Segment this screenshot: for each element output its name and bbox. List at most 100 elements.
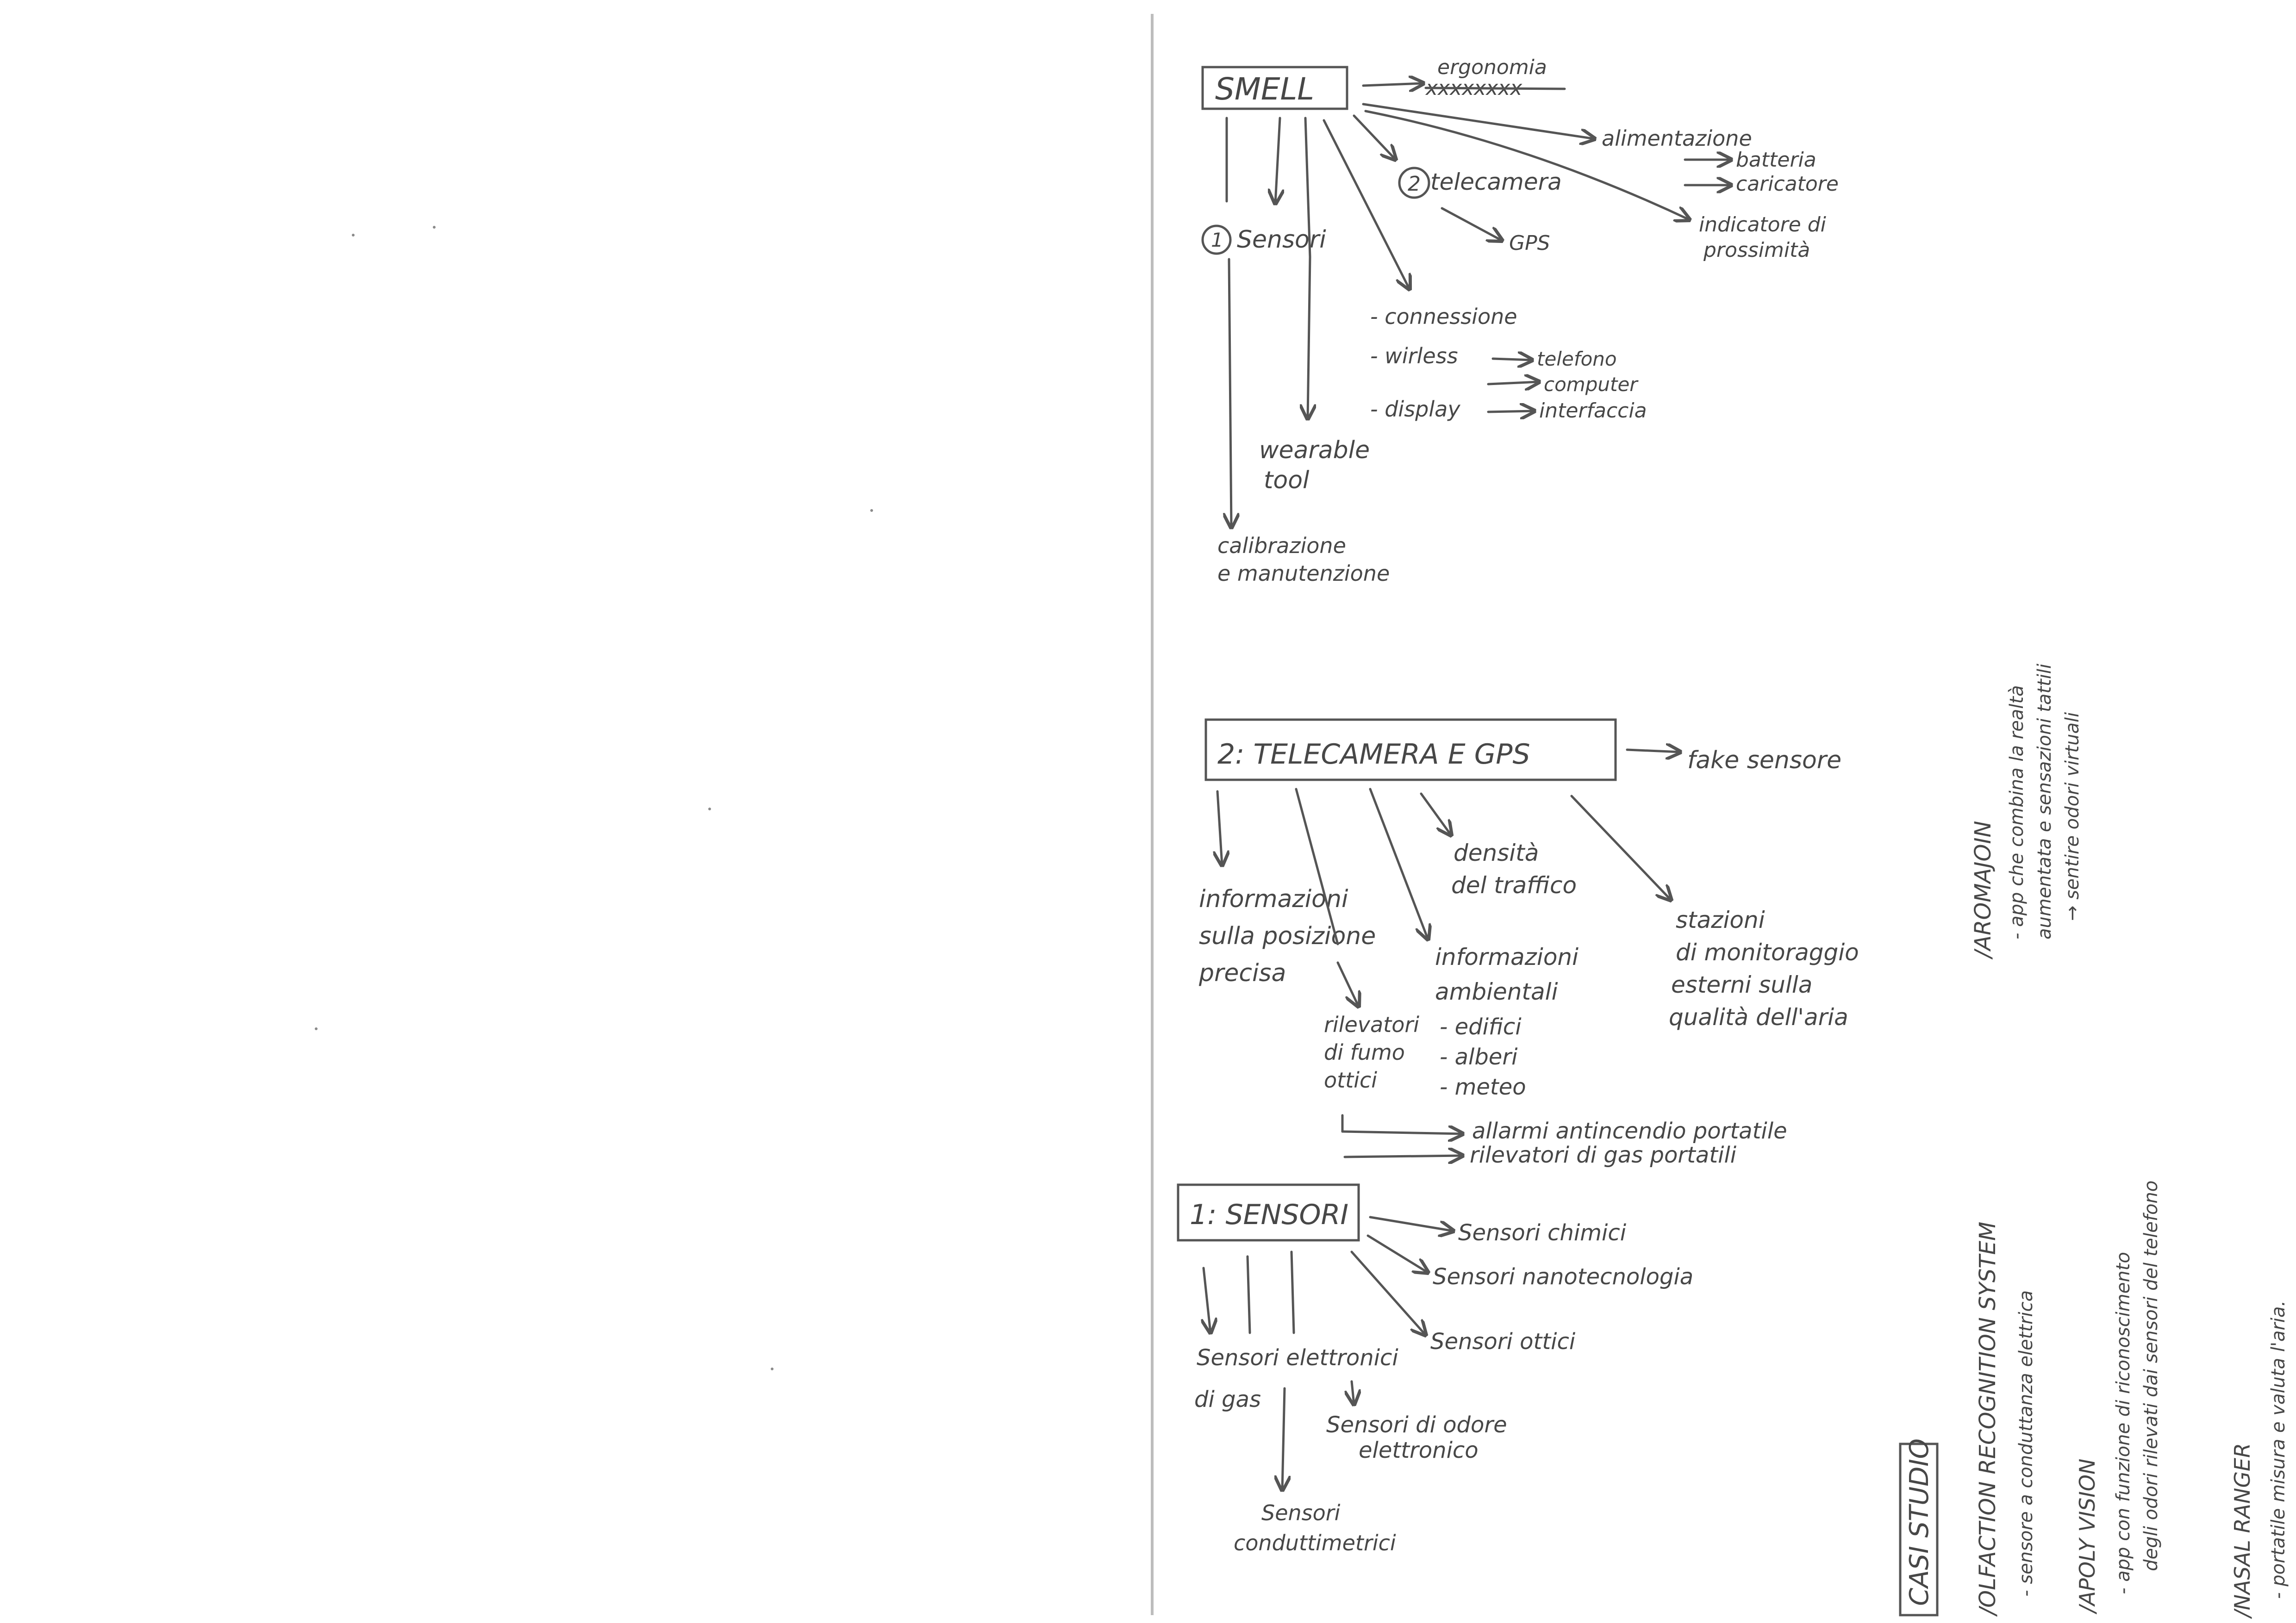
stazioni-label-4: qualità dell'aria (1669, 1004, 1848, 1031)
paper-speck (708, 808, 711, 810)
ambientali-label-4: - alberi (1440, 1044, 1518, 1070)
arrow-to-indicatore (1364, 110, 1690, 220)
arrow-to-sensori-node (1275, 117, 1280, 204)
odore-label-1: Sensori di odore (1326, 1412, 1507, 1438)
condutt-label-1: Sensori (1261, 1500, 1341, 1525)
nasal-ranger-group: /NASAL RANGER - portatile misura e valut… (2230, 1300, 2289, 1619)
fumo-label-3: ottici (1324, 1068, 1377, 1093)
paper-speck (870, 509, 873, 512)
rilevatori-gas-label: rilevatori di gas portatili (1470, 1142, 1737, 1168)
indicatore-label-2: prossimità (1703, 238, 1810, 262)
olfaction-group: /OLFACTION RECOGNITION SYSTEM - sensore … (1975, 1222, 2037, 1617)
sensori-label: Sensori (1237, 226, 1326, 254)
line-sensori-right (1290, 1250, 1295, 1334)
chimici-label: Sensori chimici (1458, 1220, 1627, 1246)
arrow-to-ambientali (1369, 788, 1428, 939)
arrow-to-odore (1352, 1380, 1354, 1405)
arrow-to-wearable (1305, 117, 1310, 419)
alimentazione-label: alimentazione (1602, 126, 1752, 151)
nasal-ranger-line-1: - portatile misura e valuta l'aria. (2268, 1300, 2289, 1599)
caricatore-label: caricatore (1736, 172, 1839, 196)
line-sensori-mid (1246, 1255, 1251, 1334)
telecamera-number: 2 (1408, 172, 1421, 196)
wearable-label-1: wearable (1259, 436, 1370, 464)
arrow-to-densita (1420, 792, 1451, 835)
posizione-label-3: precisa (1198, 959, 1286, 987)
elettronici-label-1: Sensori elettronici (1197, 1345, 1398, 1371)
smell-title-box (1201, 66, 1348, 110)
olfaction-title: /OLFACTION RECOGNITION SYSTEM (1975, 1222, 2001, 1617)
telecamera-gps-title: 2: TELECAMERA E GPS (1217, 738, 1530, 771)
ambientali-label-5: - meteo (1440, 1074, 1526, 1100)
connessione-label: - connessione (1370, 304, 1517, 329)
arrow-to-posizione (1217, 790, 1222, 865)
ambientali-label-1: informazioni (1435, 944, 1578, 970)
paper-speck (352, 234, 355, 236)
arrow-to-chimici (1369, 1216, 1454, 1231)
paper-speck (771, 1368, 774, 1370)
wearable-label-2: tool (1264, 466, 1310, 494)
ergonomia-label: ergonomia (1437, 56, 1547, 79)
densita-label-2: del traffico (1451, 872, 1577, 899)
arrow-to-computer (1487, 382, 1539, 384)
left-page (315, 226, 873, 1370)
calibrazione-label-2: e manutenzione (1217, 561, 1390, 586)
sensori-number: 1 (1211, 229, 1223, 251)
arrow-to-elettronici (1204, 1267, 1210, 1333)
crossout-stroke (1424, 87, 1566, 90)
olfaction-line-1: - sensore a conduttanza elettrica (2015, 1290, 2037, 1597)
posizione-label-2: sulla posizione (1199, 922, 1376, 950)
batteria-label: batteria (1736, 148, 1816, 172)
arrow-to-telefono (1491, 359, 1532, 360)
computer-label: computer (1544, 373, 1639, 396)
stazioni-label-2: di monitoraggio (1676, 939, 1859, 966)
fumo-label-2: di fumo (1324, 1040, 1405, 1065)
casi-studio-title: CASI STUDIO (1904, 1438, 1934, 1606)
stazioni-label-3: esterni sulla (1671, 971, 1812, 998)
line-to-rilevatori-fumo (1295, 788, 1339, 945)
aromajoin-title: /AROMAJOIN (1970, 821, 1996, 960)
telecamera-number-circle (1398, 167, 1430, 199)
gps-label: GPS (1509, 231, 1550, 255)
casi-studio-title-group: CASI STUDIO (1899, 1438, 1939, 1617)
nasal-ranger-title: /NASAL RANGER (2230, 1443, 2255, 1619)
ottici-label: Sensori ottici (1430, 1329, 1576, 1355)
sensori-number-circle (1201, 224, 1232, 255)
nanotecnologia-label: Sensori nanotecnologia (1433, 1264, 1693, 1290)
arrow-to-telecamera (1353, 114, 1396, 160)
aromajoin-line-2: aumentata e sensazioni tattili (2034, 664, 2055, 939)
ambientali-label-2: ambientali (1435, 978, 1558, 1005)
arrow-to-stazioni (1570, 795, 1671, 900)
calibrazione-label-1: calibrazione (1217, 533, 1346, 558)
smell-title: SMELL (1215, 71, 1314, 107)
allarmi-label: allarmi antincendio portatile (1472, 1118, 1787, 1144)
arrow-to-fake-sensore (1626, 750, 1680, 752)
paper-speck (433, 226, 436, 229)
arrow-to-calibrazione (1229, 258, 1231, 528)
apoly-title: /APOLY VISION (2075, 1459, 2100, 1615)
arrow-to-conduttimetrici (1282, 1387, 1285, 1490)
wireless-label: - wirless (1370, 343, 1458, 368)
aromajoin-group: /AROMAJOIN - app che combina la realtà a… (1970, 664, 2083, 960)
sensori-title: 1: SENSORI (1190, 1199, 1348, 1231)
display-label: - display (1370, 397, 1460, 422)
stazioni-label-1: stazioni (1676, 907, 1765, 933)
telefono-label: telefono (1537, 348, 1617, 370)
apoly-line-2: degli odori rilevati dai sensori del tel… (2140, 1181, 2162, 1571)
arrow-to-fumo (1336, 961, 1359, 1007)
apoly-group: /APOLY VISION - app con funzione di rico… (2075, 1181, 2162, 1615)
arrow-to-allarmi (1341, 1132, 1463, 1134)
fumo-label-1: rilevatori (1324, 1012, 1419, 1037)
aromajoin-line-1: - app che combina la realtà (2006, 685, 2028, 939)
sensori-title-box (1177, 1183, 1360, 1242)
odore-label-2: elettronico (1359, 1437, 1479, 1463)
fake-sensore-label: fake sensore (1687, 746, 1841, 774)
casi-studio-box (1899, 1443, 1939, 1617)
page-fold (1151, 14, 1154, 1615)
arrow-to-interfaccia (1487, 411, 1535, 412)
arrow-to-gps (1441, 207, 1502, 241)
arrow-to-rilevatori-gas (1343, 1156, 1463, 1157)
apoly-line-1: - app con funzione di riconoscimento (2113, 1252, 2134, 1594)
paper-speck (315, 1027, 318, 1030)
